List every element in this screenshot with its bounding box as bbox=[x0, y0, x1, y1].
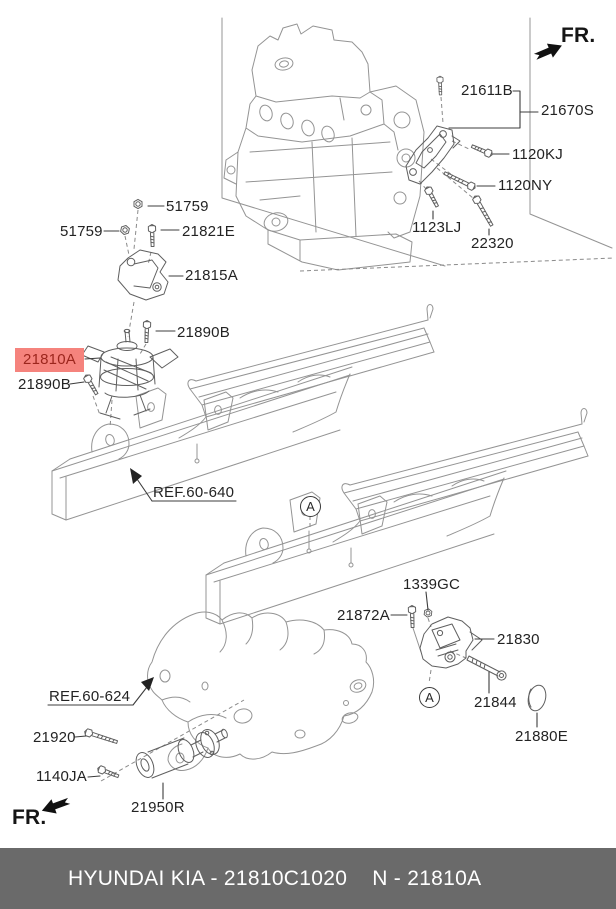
view-marker-a-1: A bbox=[300, 496, 321, 517]
part-label-21830[interactable]: 21830 bbox=[497, 631, 540, 648]
bracket-21670s-art bbox=[405, 125, 461, 185]
part-label-51759-left[interactable]: 51759 bbox=[60, 223, 103, 240]
bolt-icon bbox=[82, 75, 496, 781]
part-label-21611b[interactable]: 21611B bbox=[461, 82, 513, 99]
part-label-21872a[interactable]: 21872A bbox=[337, 607, 390, 624]
part-label-21890b-left[interactable]: 21890B bbox=[18, 376, 71, 393]
part-label-21844[interactable]: 21844 bbox=[474, 694, 517, 711]
nut-icon bbox=[119, 198, 433, 619]
part-label-21810a-highlighted[interactable]: 21810A bbox=[15, 348, 84, 372]
part-label-21670s[interactable]: 21670S bbox=[541, 102, 594, 119]
trans-mount-21830-art bbox=[419, 616, 483, 669]
ref-60-640-arrow-icon bbox=[130, 468, 142, 484]
subframe-line-art bbox=[147, 611, 375, 771]
part-label-21890b-top[interactable]: 21890B bbox=[177, 324, 230, 341]
footer-text: HYUNDAI KIA - 21810C1020 N - 21810A bbox=[68, 848, 481, 909]
ref-arrowheads bbox=[130, 468, 154, 691]
part-label-1140ja[interactable]: 1140JA bbox=[36, 768, 87, 785]
assembly-dashed-lines bbox=[92, 96, 615, 782]
bracket-21815a-art bbox=[117, 249, 169, 301]
part-label-51759-top[interactable]: 51759 bbox=[166, 198, 209, 215]
part-label-21821e[interactable]: 21821E bbox=[182, 223, 235, 240]
fr-direction-label-top: FR. bbox=[561, 24, 596, 47]
part-label-1339gc[interactable]: 1339GC bbox=[403, 576, 461, 593]
ref-label-60-640[interactable]: REF.60-640 bbox=[153, 484, 235, 501]
part-drawings bbox=[81, 75, 547, 781]
view-marker-a-2: A bbox=[419, 687, 440, 708]
part-label-1120kj[interactable]: 1120KJ bbox=[512, 146, 563, 163]
fr-arrow-top-icon bbox=[532, 38, 565, 64]
plug-21880e-art bbox=[527, 684, 547, 712]
engine-line-art bbox=[221, 17, 613, 271]
side-member-line-art bbox=[51, 304, 589, 625]
part-label-21920[interactable]: 21920 bbox=[33, 729, 76, 746]
part-label-21815a[interactable]: 21815A bbox=[185, 267, 238, 284]
footer-part-ref: N - 21810A bbox=[372, 866, 482, 890]
part-label-1123lj[interactable]: 1123LJ bbox=[412, 219, 462, 236]
diagram-canvas bbox=[39, 17, 615, 818]
part-label-21880e[interactable]: 21880E bbox=[515, 728, 568, 745]
leader-lines bbox=[47, 90, 539, 800]
ref-label-60-624[interactable]: REF.60-624 bbox=[49, 688, 131, 705]
background-line-art bbox=[51, 17, 613, 771]
fr-direction-label-bottom: FR. bbox=[12, 806, 47, 829]
part-label-21950r[interactable]: 21950R bbox=[131, 799, 185, 816]
bolt-21844-art bbox=[466, 655, 507, 681]
footer-bar: HYUNDAI KIA - 21810C1020 N - 21810A bbox=[0, 848, 616, 909]
part-label-22320[interactable]: 22320 bbox=[471, 235, 514, 252]
roll-rod-21950r-art bbox=[135, 728, 228, 779]
part-label-1120ny[interactable]: 1120NY bbox=[498, 177, 553, 194]
footer-catalog-code: HYUNDAI KIA - 21810C1020 bbox=[68, 866, 348, 890]
ref-60-624-arrow-icon bbox=[141, 677, 154, 691]
